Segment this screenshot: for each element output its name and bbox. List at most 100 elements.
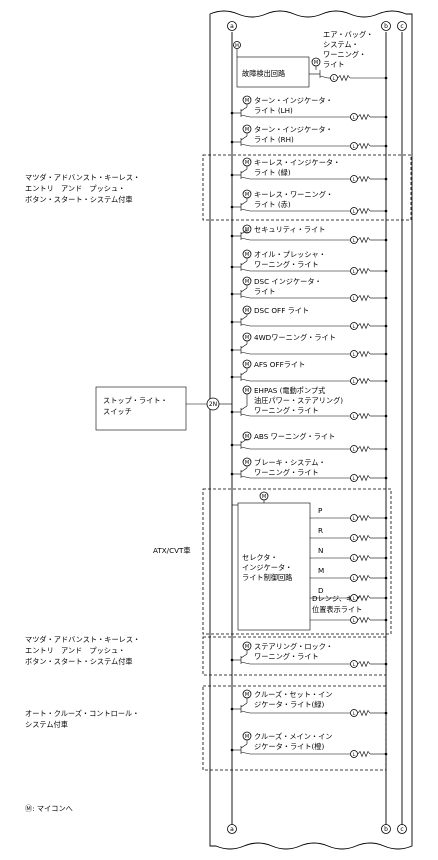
- stop-light-switch-box: ストップ・ライト・ スイッチ 2N: [95, 386, 232, 431]
- svg-text:システム・: システム・: [323, 40, 359, 49]
- svg-text:L: L: [353, 414, 356, 420]
- oil-pressure-row-label: ワーニング・ライト: [254, 260, 319, 269]
- bus-label-b-bottom: b: [381, 824, 391, 834]
- d-range-label: Dレンジ、ギヤ 位置表示ライト: [312, 594, 362, 614]
- gear-D-row: LD: [310, 586, 388, 602]
- svg-text:L: L: [353, 379, 356, 385]
- svg-text:M: M: [245, 98, 249, 104]
- svg-text:M: M: [245, 692, 249, 698]
- dsc-off-row: M L DSC OFF ライト: [230, 305, 388, 330]
- svg-text:a: a: [230, 23, 234, 30]
- svg-text:ライト: ライト: [323, 60, 345, 69]
- oil-pressure-row-label: オイル・プレッシャ・: [254, 250, 326, 259]
- svg-text:L: L: [353, 269, 356, 275]
- legend: Ⓜ: マイコンへ: [25, 804, 73, 813]
- svg-text:b: b: [384, 826, 388, 833]
- svg-text:セレクタ・: セレクタ・: [242, 553, 278, 562]
- svg-text:位置表示ライト: 位置表示ライト: [312, 605, 362, 614]
- svg-text:L: L: [353, 352, 356, 358]
- gear-N-row: LN: [310, 546, 388, 562]
- svg-text:スイッチ: スイッチ: [103, 407, 132, 416]
- svg-text:故障検出回路: 故障検出回路: [242, 69, 285, 78]
- svg-text:c: c: [400, 826, 403, 833]
- bus-label-b-top: b: [381, 21, 391, 31]
- svg-text:M: M: [245, 644, 249, 650]
- ehpas-row-label: 油圧パワー・ステアリング): [254, 396, 343, 405]
- gear-R-row: LR: [310, 526, 388, 542]
- steering-lock-row: M L ステアリング・ロック・ワーニング・ライト: [230, 641, 388, 668]
- group-label-atx: ATX/CVT車: [153, 546, 191, 555]
- turn-lh-row: M L ターン・インジケータ・ライト (LH): [230, 95, 388, 121]
- svg-text:M: M: [235, 43, 239, 49]
- svg-text:L: L: [353, 596, 356, 602]
- svg-text:2N: 2N: [209, 401, 217, 408]
- svg-text:L: L: [353, 115, 356, 121]
- svg-text:L: L: [353, 752, 356, 758]
- svg-text:マツダ・アドバンスト・キーレス・: マツダ・アドバンスト・キーレス・: [25, 635, 140, 644]
- svg-text:ストップ・ライト・: ストップ・ライト・: [103, 396, 168, 405]
- svg-text:M: M: [245, 362, 249, 368]
- cruise-set-row-label: ジケータ・ライト(緑): [254, 700, 324, 709]
- svg-text:L: L: [353, 516, 356, 522]
- turn-lh-row-label: ターン・インジケータ・: [254, 96, 333, 105]
- cruise-set-row-label: クルーズ・セット・イン: [254, 690, 333, 699]
- steering-lock-row-label: ワーニング・ライト: [254, 652, 319, 661]
- svg-text:ライト制御回路: ライト制御回路: [242, 573, 292, 582]
- svg-text:L: L: [353, 662, 356, 668]
- bus-label-c-top: c: [397, 21, 407, 31]
- svg-text:M: M: [245, 335, 249, 341]
- keyless-indicator-row-label: キーレス・インジケータ・: [254, 158, 340, 167]
- drange-lamp-row: L: [232, 504, 388, 624]
- group-box-atx: [202, 488, 392, 635]
- svg-text:L: L: [353, 476, 356, 482]
- svg-text:ボタン・スタート・システム付車: ボタン・スタート・システム付車: [25, 195, 133, 204]
- dsc-indicator-row-label: DSC インジケータ・: [254, 277, 322, 286]
- bus-label-a-bottom: a: [227, 824, 237, 834]
- panel-outline: [209, 10, 413, 850]
- svg-text:エア・バッグ・: エア・バッグ・: [323, 30, 373, 39]
- svg-text:b: b: [384, 23, 388, 30]
- gear-label: P: [318, 506, 323, 515]
- gear-M-row: LM: [310, 566, 388, 582]
- selector-indicator-control-box: M セレクタ・ インジケータ・ ライト制御回路: [237, 491, 311, 631]
- svg-text:M: M: [245, 434, 249, 440]
- brake-system-row-label: ブレーキ・システム・: [254, 458, 326, 467]
- gear-P-row: LP: [310, 506, 388, 522]
- turn-lh-row-label: ライト (LH): [254, 106, 293, 115]
- 4wd-row-label: 4WDワーニング・ライト: [254, 333, 336, 342]
- svg-text:L: L: [353, 177, 356, 183]
- steering-lock-row-label: ステアリング・ロック・: [254, 642, 333, 651]
- svg-text:M: M: [245, 160, 249, 166]
- svg-text:L: L: [353, 324, 356, 330]
- group-label-keyless1: マツダ・アドバンスト・キーレス・ エントリ アンド プッシュ・ ボタン・スタート…: [25, 173, 140, 204]
- gear-label: M: [318, 566, 324, 575]
- svg-text:L: L: [353, 576, 356, 582]
- svg-text:M: M: [245, 192, 249, 198]
- group-box-keyless1: [202, 154, 412, 221]
- svg-text:M: M: [245, 460, 249, 466]
- dsc-off-row-label: DSC OFF ライト: [254, 306, 309, 315]
- svg-text:エントリ アンド プッシュ・: エントリ アンド プッシュ・: [25, 184, 125, 193]
- lamp-rows: MLエア・バッグ・システム・ワーニング・ライトMLターン・インジケータ・ライト …: [230, 30, 388, 758]
- fault-detection-box: M 故障検出回路: [233, 41, 320, 88]
- group-box-keyless2: [202, 636, 387, 676]
- bus-label-a-top: a: [227, 21, 237, 31]
- svg-text:Dレンジ、ギヤ: Dレンジ、ギヤ: [312, 594, 360, 603]
- gear-label: D: [318, 586, 324, 595]
- svg-text:M: M: [245, 308, 249, 314]
- afs-off-row-label: AFS OFFライト: [254, 360, 305, 369]
- afs-off-row: M L AFS OFFライト: [230, 359, 388, 385]
- svg-text:a: a: [230, 826, 234, 833]
- svg-text:L: L: [353, 618, 356, 624]
